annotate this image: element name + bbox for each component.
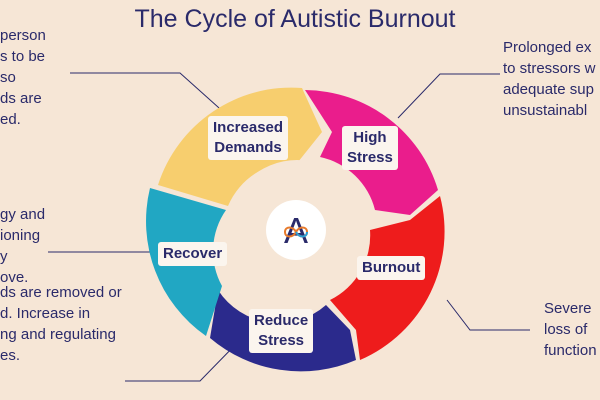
note-line: Severe [544, 300, 592, 317]
note-line: ove. [0, 269, 29, 286]
note-bottom-right: Severe loss of function [544, 298, 597, 361]
note-line: d. Increase in [0, 305, 91, 322]
note-line: s to be [0, 48, 46, 65]
stage-label-line: Recover [163, 245, 223, 262]
note-line: y [0, 248, 8, 265]
stage-label-line: Burnout [362, 259, 421, 276]
note-line: gy and [0, 206, 46, 223]
stage-label-line: High [353, 129, 387, 146]
connector-line-bottom-right [446, 299, 530, 331]
infinity-icon [283, 226, 309, 238]
note-bottom-left: ds are removed or d. Increase in ng and … [0, 282, 122, 366]
note-line: ds are removed or [0, 284, 122, 301]
center-logo-circle [266, 200, 326, 260]
note-line: loss of [544, 321, 588, 338]
note-top-right: Prolonged ex to stressors w adequate sup… [503, 37, 596, 121]
note-line: person [0, 27, 46, 44]
stage-label-line: Reduce [254, 312, 309, 329]
note-line: adequate sup [503, 81, 594, 98]
note-line: so [0, 69, 16, 86]
stage-label-recover: Recover [158, 242, 228, 266]
note-mid-left: gy and ioning y ove. [0, 204, 45, 288]
stage-label-burnout: Burnout [357, 256, 426, 280]
stage-label-line: Increased [213, 119, 284, 136]
note-line: unsustainabl [503, 102, 588, 119]
note-top-left: person s to be so ds are ed. [0, 25, 46, 130]
connector-line-top-right [397, 73, 500, 119]
stage-label-line: Stress [258, 332, 305, 349]
note-line: ds are [0, 90, 42, 107]
note-line: ed. [0, 111, 21, 128]
stage-label-line: Demands [214, 139, 282, 156]
connector-line-top-left [70, 72, 229, 117]
stage-label-increased-demands: Increased Demands [208, 116, 289, 160]
note-line: Prolonged ex [503, 39, 592, 56]
note-line: es. [0, 347, 21, 364]
stage-label-reduce-stress: Reduce Stress [249, 309, 314, 353]
stage-label-line: Stress [347, 149, 393, 166]
note-line: ioning [0, 227, 41, 244]
stage-label-high-stress: High Stress [342, 126, 398, 170]
page-title: The Cycle of Autistic Burnout [134, 5, 456, 33]
note-line: function [544, 342, 597, 359]
note-line: ng and regulating [0, 326, 116, 343]
connector-line-bottom-left [125, 339, 241, 382]
note-line: to stressors w [503, 60, 596, 77]
